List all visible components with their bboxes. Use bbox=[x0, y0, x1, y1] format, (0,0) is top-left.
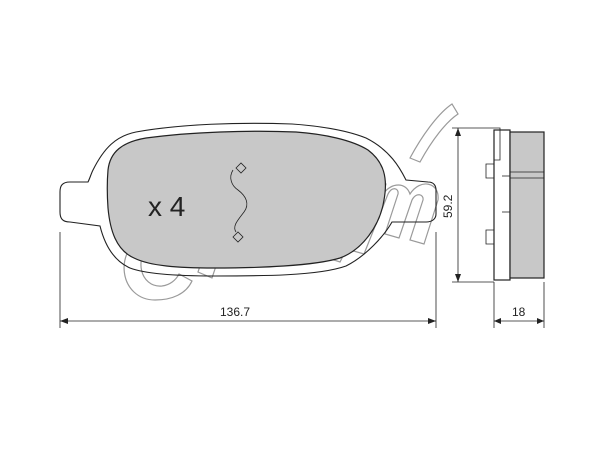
thickness-dimension bbox=[493, 282, 545, 328]
side-friction-block bbox=[509, 131, 545, 279]
side-clip-top bbox=[494, 127, 501, 161]
locator-diamond-top bbox=[235, 162, 247, 174]
side-tab-lower bbox=[485, 229, 495, 245]
pad-details bbox=[230, 162, 248, 243]
thickness-value: 18 bbox=[512, 305, 526, 319]
height-value: 59.2 bbox=[441, 194, 455, 218]
width-value: 136.7 bbox=[220, 305, 250, 319]
side-backing-plate bbox=[493, 129, 511, 281]
wear-indicator-line bbox=[230, 169, 248, 233]
locator-diamond-bottom bbox=[232, 231, 244, 243]
side-tab-upper bbox=[485, 163, 495, 179]
width-dimension bbox=[59, 232, 437, 328]
height-dimension bbox=[452, 127, 494, 283]
backing-plate bbox=[59, 122, 437, 277]
quantity-label: x 4 bbox=[148, 191, 185, 222]
side-view bbox=[485, 127, 545, 281]
